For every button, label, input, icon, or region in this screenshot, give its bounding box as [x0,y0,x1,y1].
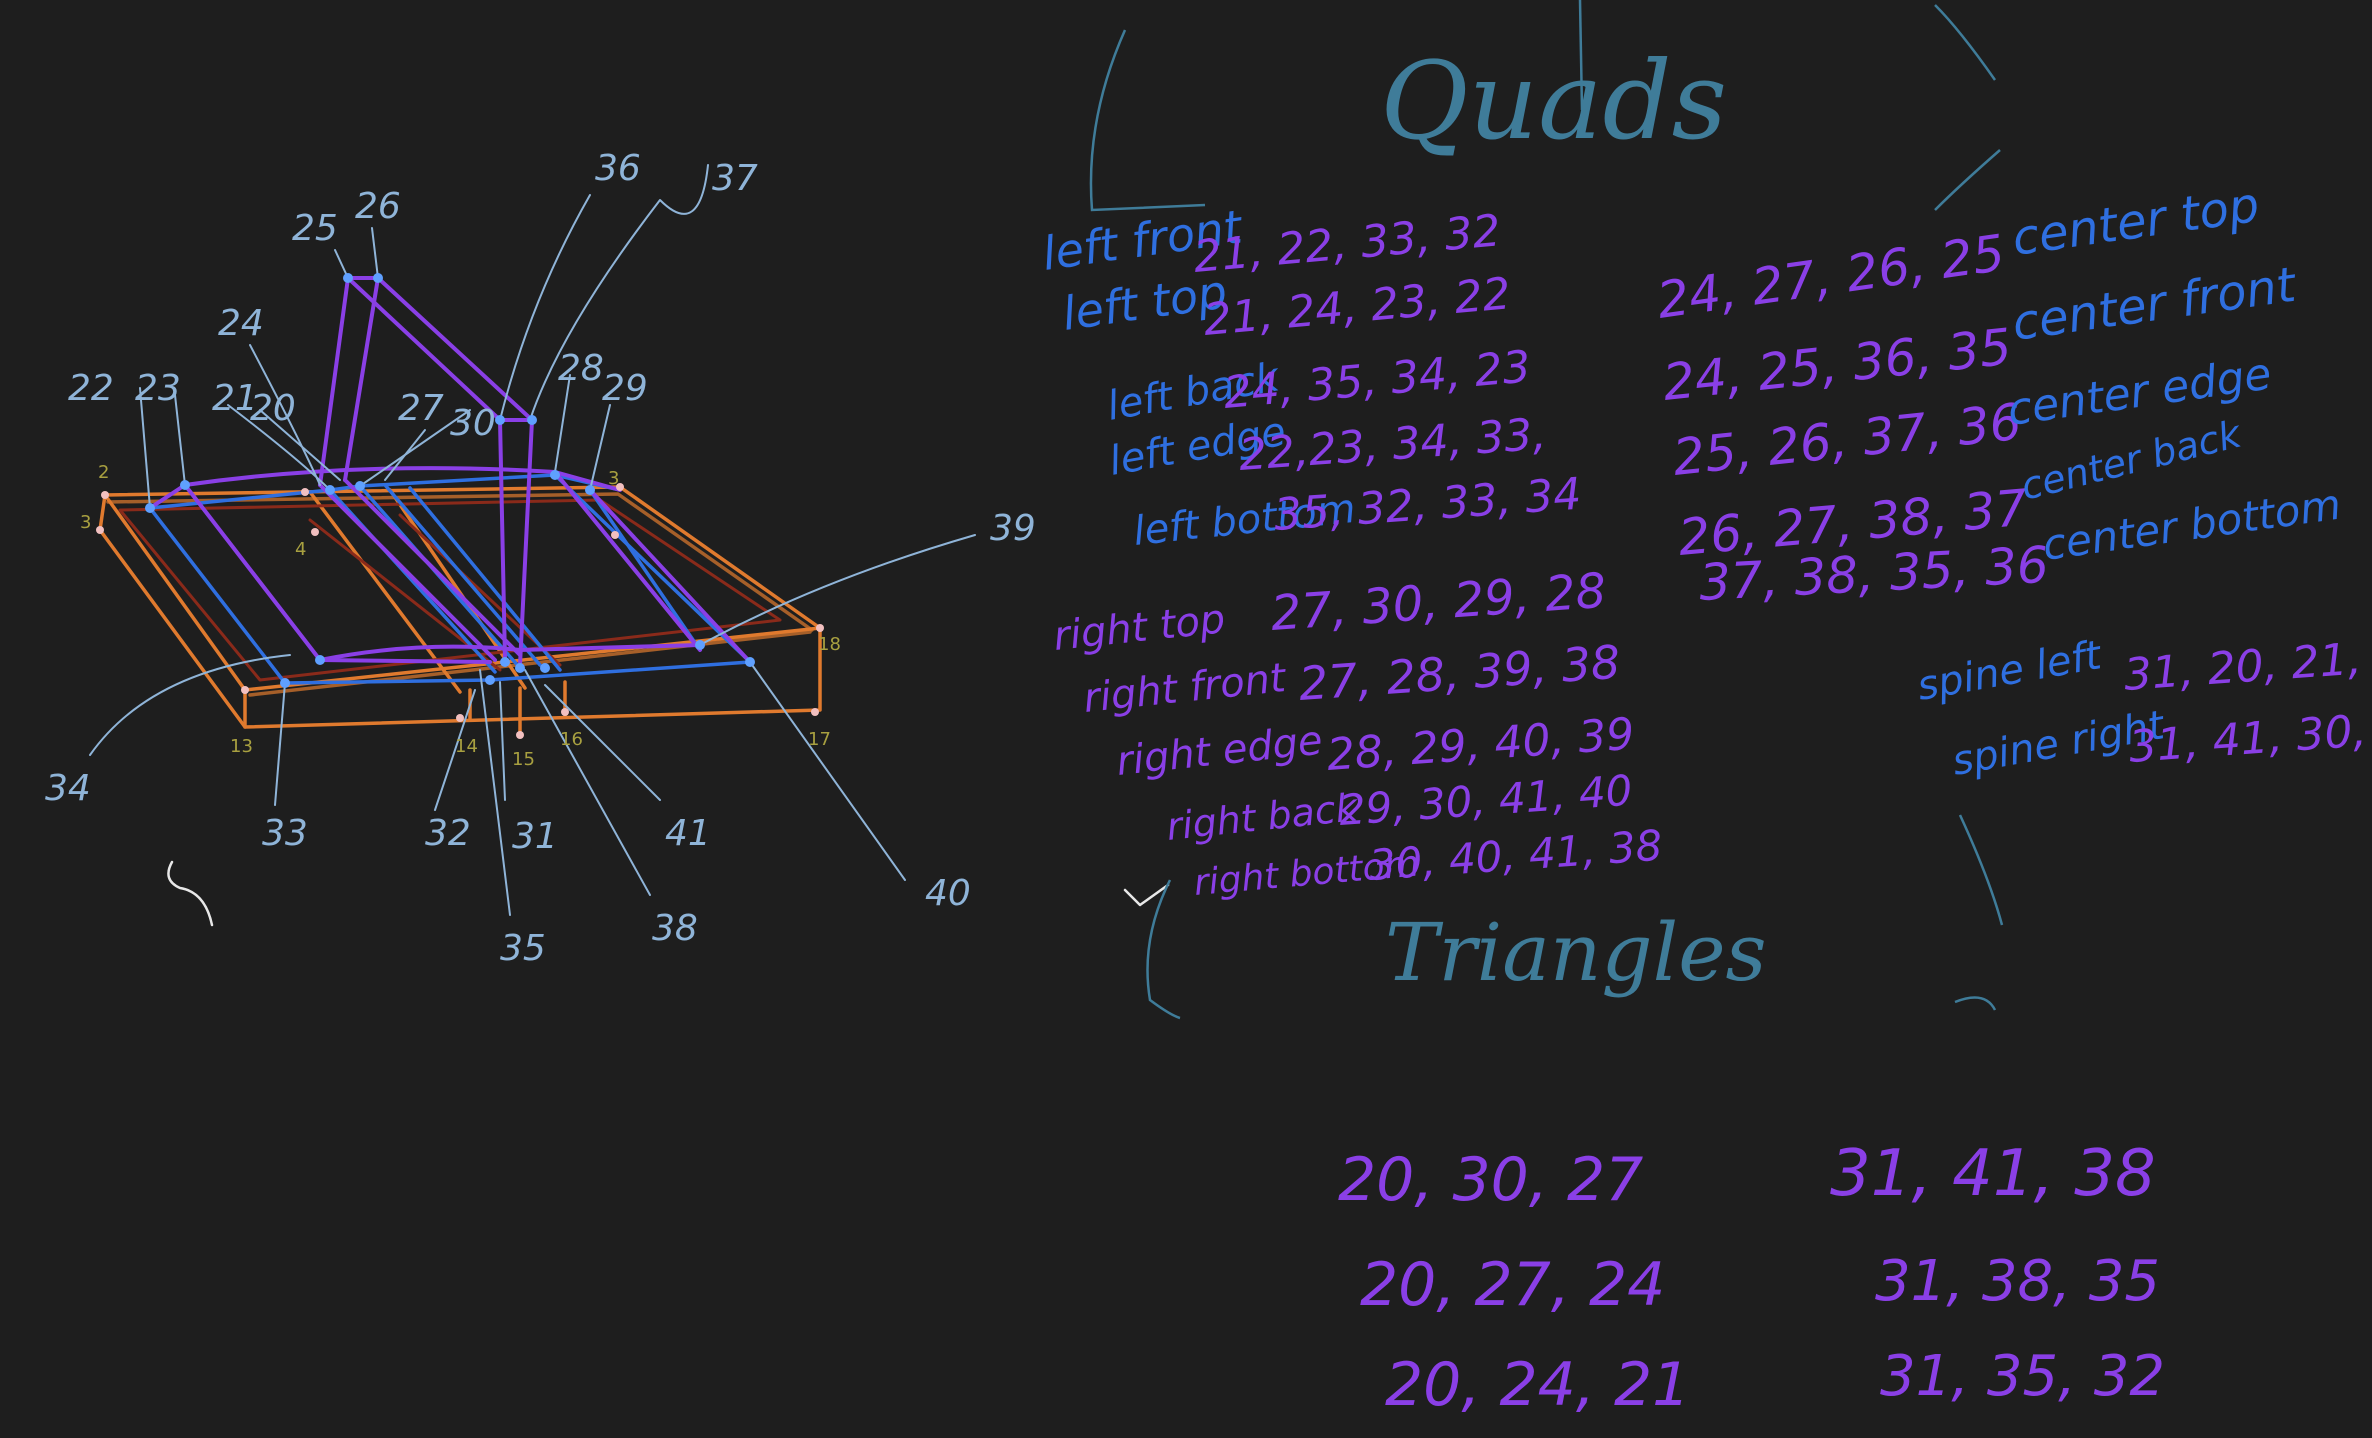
bracket-strokes [1089,0,2004,1020]
right-quad-name: right edge [1114,718,1324,785]
small-label-group: 2 3 3 4 13 14 15 16 17 18 [80,462,841,770]
vertex-label-40: 40 [925,873,971,914]
center-quad-name: center front [2009,256,2301,351]
right-quad-name: right front [1081,655,1289,722]
spine-indices: 31, 20, 21, 32 [2122,629,2372,701]
left-quad-indices: 35, 32, 33, 34 [1272,469,1583,541]
vertex-label-30: 30 [450,403,496,444]
small-label-17: 17 [808,729,831,750]
right-quad-indices: 30, 40, 41, 38 [1367,821,1664,890]
right-quad-indices: 27, 30, 29, 28 [1269,563,1608,642]
center-quad-indices: 25, 26, 37, 36 [1670,393,2024,487]
left-quad-indices: 21, 24, 23, 22 [1202,268,1513,346]
right-quad-name: right top [1051,596,1227,660]
small-label-15: 15 [512,749,535,770]
spine-indices: 31, 41, 30, 20 [2127,701,2372,773]
triangle-right-1: 31, 41, 38 [1830,1137,2156,1211]
vertex-label-35: 35 [500,928,546,969]
vertex-label-38: 38 [652,908,698,949]
vertex-label-37: 37 [712,158,758,199]
triangles-heading: Triangles [1385,906,1767,999]
small-label-13: 13 [230,736,253,757]
triangle-left-2: 20, 27, 24 [1360,1250,1665,1320]
left-quad-row: left top 21, 24, 23, 22 [1059,264,1513,346]
vertex-label-32: 32 [425,813,471,854]
base-slab-strokes [98,485,822,737]
vertex-label-28: 28 [558,348,604,389]
vertex-label-33: 33 [262,813,308,854]
triangle-right-3: 31, 35, 32 [1880,1344,2165,1409]
teal-annotations: Quads Triangles [1089,0,2004,1020]
vertex-label-group: 34 33 32 31 35 38 41 40 39 37 36 25 26 2… [45,148,1036,969]
vertex-label-27: 27 [398,388,444,429]
vertex-dots [96,273,824,739]
triangle-left-3: 20, 24, 21 [1385,1350,1690,1420]
vertex-label-21: 21 [212,378,258,419]
stray-marks [167,860,1170,927]
vertex-label-41: 41 [665,813,711,854]
right-quads-list: right top 27, 30, 29, 28 right front 27,… [1051,563,1664,904]
vertex-label-25: 25 [292,208,338,249]
vertex-label-20: 20 [250,388,296,429]
left-quad-row: left front 21, 22, 33, 32 [1039,199,1503,283]
vertex-label-31: 31 [512,816,558,857]
right-quad-indices: 27, 28, 39, 38 [1297,635,1622,711]
left-quads-list: left front 21, 22, 33, 32 left top 21, 2… [1039,199,1583,555]
center-quad-name: center top [2009,177,2263,267]
vertex-label-36: 36 [595,148,641,189]
center-quads-list: 24, 27, 26, 25 center top 24, 25, 36, 35… [1654,177,2344,612]
label-leader-lines [89,164,976,916]
small-label-3b: 3 [608,468,619,489]
vertex-label-23: 23 [135,368,181,409]
right-quad-row: right back 29, 30, 41, 40 [1164,766,1634,849]
vertex-label-26: 26 [355,186,401,227]
vertex-label-29: 29 [602,368,648,409]
left-quad-row: left bottom 35, 32, 33, 34 [1131,469,1583,555]
spine-row: spine right 31, 41, 30, 20 [1949,701,2372,785]
left-quad-indices: 24, 35, 34, 23 [1222,341,1533,419]
triangles-list: 20, 30, 27 20, 27, 24 20, 24, 21 31, 41,… [1338,1137,2165,1420]
triangle-left-1: 20, 30, 27 [1338,1145,1643,1215]
vertex-label-22: 22 [68,368,114,409]
spine-row: spine left 31, 20, 21, 32 [1914,629,2372,710]
small-label-3a: 3 [80,512,91,533]
small-label-16: 16 [560,729,583,750]
small-label-18: 18 [818,634,841,655]
mesh-sketch: 34 33 32 31 35 38 41 40 39 37 36 25 26 2… [45,148,1170,969]
vertex-label-39: 39 [990,508,1036,549]
small-label-14: 14 [455,736,478,757]
vertex-label-24: 24 [218,303,264,344]
left-quad-indices: 22,23, 34, 33, [1237,409,1548,481]
center-quad-indices: 24, 27, 26, 25 [1654,224,2009,330]
quads-heading: Quads [1380,39,1727,164]
spine-list: spine left 31, 20, 21, 32 spine right 31… [1914,629,2372,785]
small-label-2: 2 [98,462,109,483]
triangle-right-2: 31, 38, 35 [1875,1249,2160,1314]
small-label-4: 4 [295,539,306,560]
spine-name: spine left [1914,632,2106,710]
right-quad-name: right back [1164,785,1361,849]
left-quad-row: left edge 22,23, 34, 33, [1106,409,1548,485]
vertex-label-34: 34 [45,768,91,809]
